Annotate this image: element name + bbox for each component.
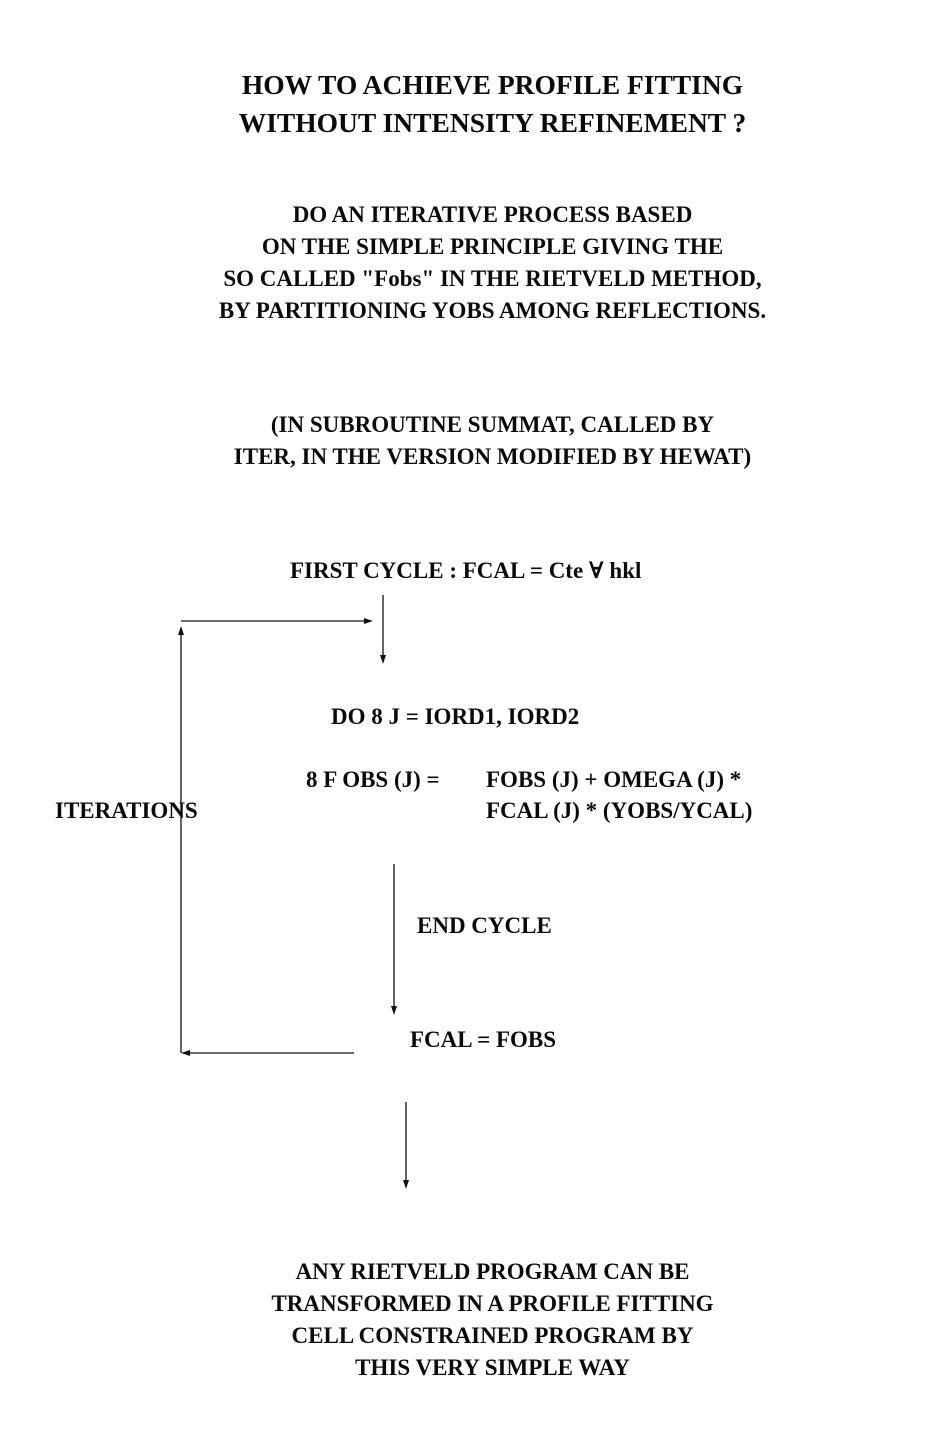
intro-line-4: BY PARTITIONING YOBS AMONG REFLECTIONS.	[218, 298, 767, 323]
subroutine-line-1: (IN SUBROUTINE SUMMAT, CALLED BY	[270, 412, 715, 437]
title-line-1: HOW TO ACHIEVE PROFILE FITTING	[241, 69, 744, 100]
conclusion-line-4: THIS VERY SIMPLE WAY	[355, 1355, 630, 1380]
arrow-to-conclusion	[403, 1102, 409, 1189]
conclusion-line-3: CELL CONSTRAINED PROGRAM BY	[291, 1323, 694, 1348]
end-cycle-label: END CYCLE	[417, 913, 552, 938]
arrow-loop-to-end-cycle	[391, 864, 397, 1015]
do-loop-label: DO 8 J = IORD1, IORD2	[331, 704, 580, 729]
fcal-assign-label: FCAL = FOBS	[410, 1027, 557, 1052]
arrow-first-cycle-to-loop	[380, 595, 386, 664]
conclusion-paragraph: ANY RIETVELD PROGRAM CAN BE TRANSFORMED …	[22, 1256, 941, 1384]
page-title: HOW TO ACHIEVE PROFILE FITTING WITHOUT I…	[22, 66, 941, 142]
intro-paragraph: DO AN ITERATIVE PROCESS BASED ON THE SIM…	[22, 199, 941, 327]
subroutine-note: (IN SUBROUTINE SUMMAT, CALLED BY ITER, I…	[22, 409, 941, 473]
conclusion-line-2: TRANSFORMED IN A PROFILE FITTING	[271, 1291, 714, 1316]
fobs-expression-line-2: FCAL (J) * (YOBS/YCAL)	[486, 798, 753, 823]
conclusion-line-1: ANY RIETVELD PROGRAM CAN BE	[295, 1259, 690, 1284]
iteration-feedback-loop	[178, 618, 373, 1056]
intro-line-1: DO AN ITERATIVE PROCESS BASED	[292, 202, 693, 227]
title-line-2: WITHOUT INTENSITY REFINEMENT ?	[238, 107, 747, 138]
subroutine-line-2: ITER, IN THE VERSION MODIFIED BY HEWAT)	[233, 444, 752, 469]
fobs-expression-line-1: FOBS (J) + OMEGA (J) *	[486, 767, 742, 792]
iterations-label: ITERATIONS	[55, 798, 198, 823]
intro-line-3: SO CALLED "Fobs" IN THE RIETVELD METHOD,	[223, 266, 762, 291]
intro-line-2: ON THE SIMPLE PRINCIPLE GIVING THE	[261, 234, 724, 259]
fobs-label: 8 F OBS (J) =	[306, 767, 440, 792]
first-cycle-label: FIRST CYCLE : FCAL = Cte ∀ hkl	[290, 558, 642, 583]
